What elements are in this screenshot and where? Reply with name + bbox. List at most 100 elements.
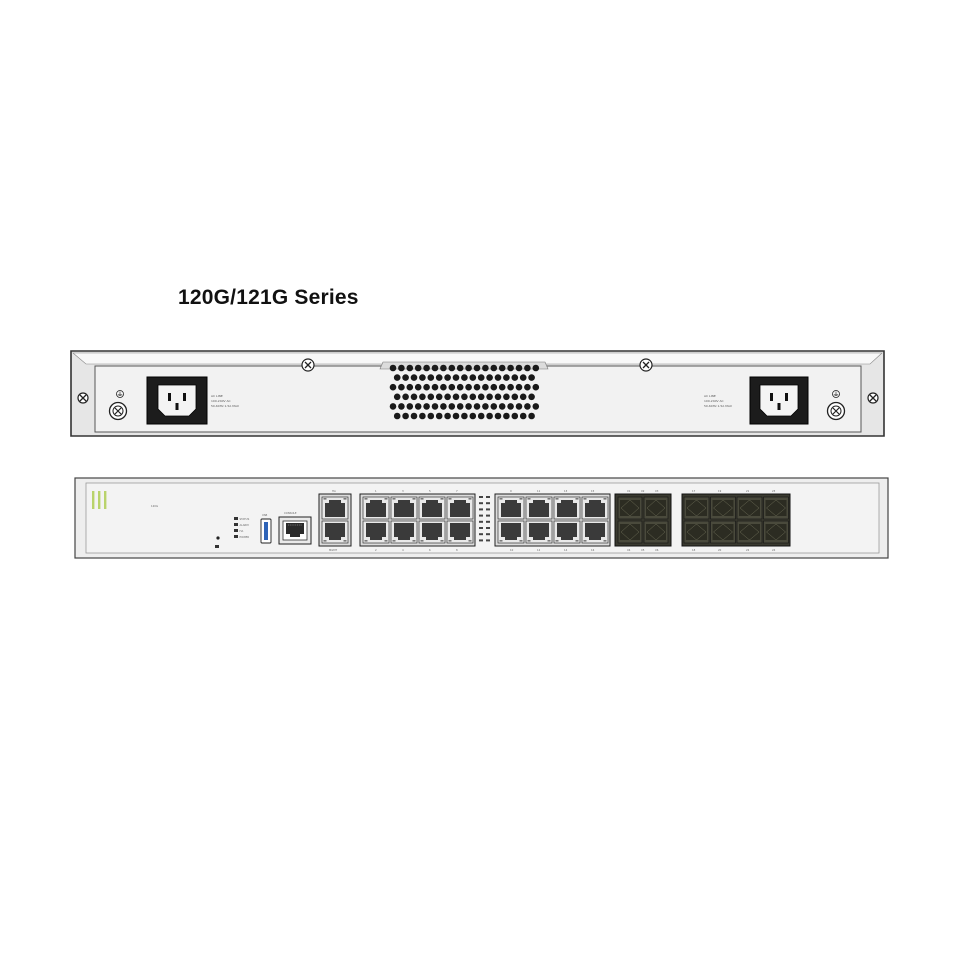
rack-screw-right-icon	[867, 392, 879, 404]
rj45-top-label: 7	[456, 489, 458, 493]
console-port[interactable]	[278, 516, 312, 545]
vent-hole	[461, 412, 468, 420]
rj45-port[interactable]	[525, 496, 553, 520]
rj45-bottom-label: 14	[564, 548, 568, 552]
vent-hole	[423, 383, 430, 391]
sfp-port[interactable]	[643, 496, 669, 520]
vent-hole	[448, 403, 456, 410]
vent-hole	[389, 364, 397, 372]
vent-hole	[490, 383, 498, 391]
vent-hole	[482, 403, 489, 410]
rear-vent-bezel	[379, 361, 549, 370]
mgmt-top-label: HA	[332, 489, 336, 493]
sfp-small-bottom-label: X4	[627, 548, 631, 552]
vent-hole	[389, 403, 397, 410]
sfp-port[interactable]	[683, 520, 710, 544]
rj45-port[interactable]	[418, 520, 446, 544]
sfp-port[interactable]	[763, 520, 789, 544]
vent-hole	[490, 403, 498, 410]
vent-hole	[456, 403, 464, 410]
rj45-port[interactable]	[497, 496, 525, 520]
vent-hole	[461, 374, 468, 381]
vent-hole	[473, 383, 481, 391]
rj45-port[interactable]	[497, 520, 525, 544]
rj45-port[interactable]	[418, 496, 446, 520]
rj45-port[interactable]	[581, 520, 609, 544]
vent-hole	[402, 412, 409, 420]
rj45-bottom-label: 10	[510, 548, 514, 552]
rj45-port[interactable]	[362, 496, 390, 520]
vent-hole	[431, 403, 439, 410]
vent-hole	[440, 364, 447, 372]
reset-button[interactable]	[216, 536, 220, 540]
vent-hole	[406, 403, 414, 410]
led-ha-icon	[234, 529, 238, 532]
rear-panel-face	[94, 365, 862, 433]
rj45-port[interactable]	[362, 520, 390, 544]
sfp-port[interactable]	[710, 496, 736, 520]
vent-hole	[528, 412, 535, 420]
rj45-port[interactable]	[321, 520, 349, 544]
vent-hole	[486, 374, 493, 381]
led-indicators: STATUS ALARM HA POWER	[234, 517, 250, 539]
rj45-port[interactable]	[553, 496, 581, 520]
led-power-label: POWER	[240, 535, 250, 539]
vent-hole	[482, 364, 489, 372]
vent-hole	[498, 364, 506, 372]
model-label: 120G	[151, 504, 158, 508]
vent-hole	[524, 403, 531, 410]
vent-hole	[410, 412, 418, 420]
sfp-port[interactable]	[617, 520, 643, 544]
vent-hole	[456, 383, 464, 391]
sfp-port[interactable]	[710, 520, 736, 544]
rj45-port[interactable]	[446, 496, 474, 520]
power-inlet-left[interactable]	[146, 376, 208, 425]
vent-hole	[440, 403, 447, 410]
vent-hole	[524, 383, 531, 391]
power-inlet-right[interactable]	[749, 376, 809, 425]
vent-hole	[419, 374, 426, 381]
vent-hole	[507, 403, 514, 410]
vent-hole	[435, 374, 443, 381]
vent-hole	[414, 383, 422, 391]
vent-hole	[435, 393, 443, 401]
sfp-big-top-label: 19	[718, 489, 722, 493]
vent-hole	[440, 383, 447, 391]
sfp-port[interactable]	[736, 496, 763, 520]
usb-port[interactable]	[260, 518, 272, 544]
rj45-port-labels: 1 3 5 7 9 11 13 15 2 4 6 8 10 12 14 16	[375, 489, 595, 552]
vent-hole	[511, 374, 519, 381]
rj45-port-block	[359, 493, 611, 547]
sfp-port[interactable]	[763, 496, 789, 520]
rj45-port[interactable]	[446, 520, 474, 544]
rj45-port[interactable]	[553, 520, 581, 544]
power-led-icon	[215, 545, 219, 548]
rj45-port[interactable]	[321, 496, 349, 520]
vent-hole	[423, 403, 430, 410]
vent-hole	[427, 374, 435, 381]
rj45-port[interactable]	[525, 520, 553, 544]
led-alarm-icon	[234, 523, 238, 526]
rj45-port[interactable]	[581, 496, 609, 520]
sfp-big-bottom-label: 18	[692, 548, 696, 552]
vent-hole	[427, 393, 435, 401]
sfp-big-block	[681, 493, 791, 547]
vent-hole	[410, 374, 418, 381]
rj45-top-label: 15	[591, 489, 595, 493]
rj45-port[interactable]	[390, 496, 418, 520]
sfp-small-block	[614, 493, 672, 547]
sfp-port[interactable]	[617, 496, 643, 520]
vent-hole	[427, 412, 435, 420]
sfp-port[interactable]	[683, 496, 710, 520]
rj45-port[interactable]	[390, 520, 418, 544]
vent-hole	[524, 364, 531, 372]
vent-hole	[419, 412, 426, 420]
vent-hole	[528, 374, 535, 381]
sfp-port[interactable]	[736, 520, 763, 544]
vent-hole	[519, 393, 527, 401]
vent-hole	[465, 383, 472, 391]
sfp-big-bottom-label: 24	[772, 548, 776, 552]
sfp-port[interactable]	[643, 520, 669, 544]
rj45-bottom-label: 12	[537, 548, 541, 552]
